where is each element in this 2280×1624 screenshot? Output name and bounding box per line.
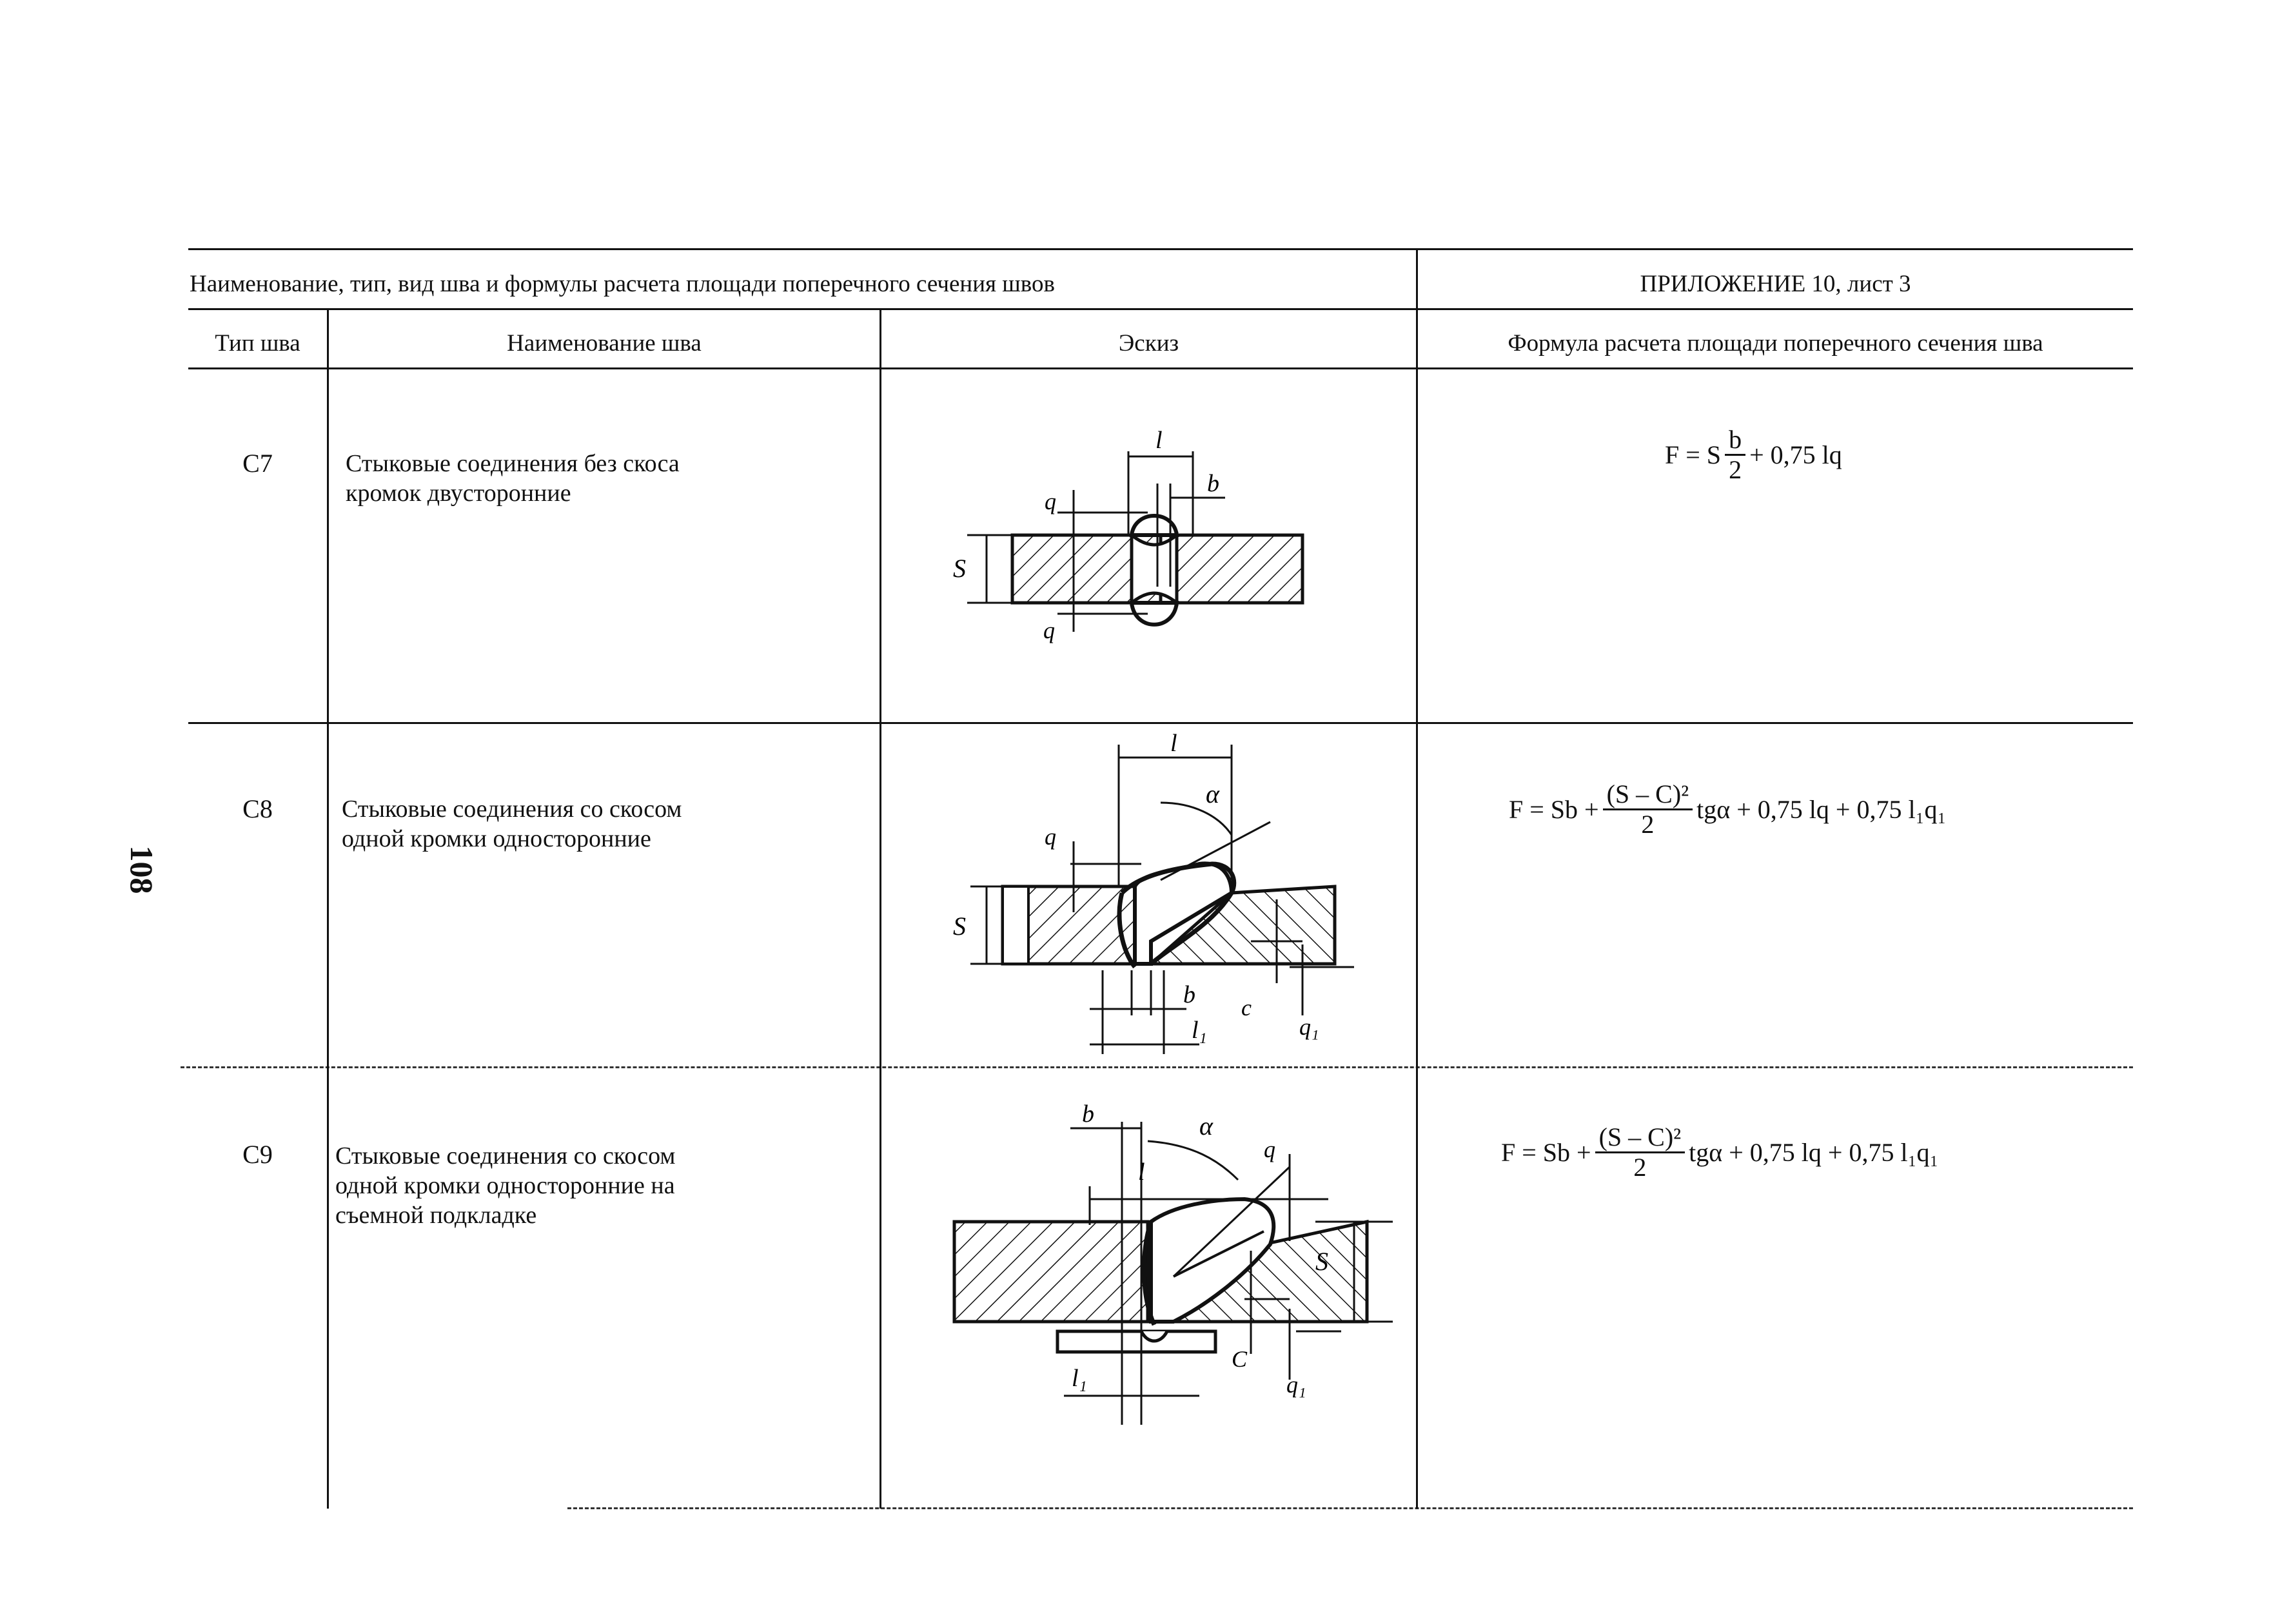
row-c9-sketch: b α l q S C q₁ l₁ [952,1101,1393,1425]
col-header-type: Тип шва [215,330,300,357]
c9-label-l1: l₁ [1072,1365,1087,1392]
row-c9-name: Стыковые соединения со скосом одной кром… [335,1142,676,1229]
c7-label-l: l [1155,427,1163,454]
c8-label-l: l [1170,732,1177,757]
row-c9-type: С9 [242,1140,273,1169]
c9-label-b: b [1082,1101,1094,1128]
row-c7-name: Стыковые соединения без скоса кромок дву… [346,450,680,507]
c8-label-c: c [1241,995,1252,1021]
header-title: Наименование, тип, вид шва и формулы рас… [190,271,1055,297]
table-bottom-border [567,1507,2133,1509]
col-divider-sketch [1416,248,1418,1509]
c8-label-q: q [1045,824,1056,850]
c8-label-q1: q₁ [1299,1014,1319,1040]
c9-label-l: l [1138,1159,1145,1186]
row-c7-type: С7 [242,449,273,478]
c8-label-b: b [1183,981,1195,1008]
row-divider-2 [181,1066,2133,1068]
row-c7-sketch: l b q q S [953,427,1304,643]
col-header-name: Наименование шва [507,330,702,357]
appendix-label: ПРИЛОЖЕНИЕ 10, лист 3 [1640,271,1911,297]
row-divider-1 [188,722,2133,724]
c7-label-s: S [953,554,966,583]
c9-label-s: S [1315,1247,1328,1276]
c8-label-l1: l₁ [1192,1017,1207,1044]
table-top-border [188,248,2133,250]
header-divider [188,308,2133,310]
col-divider-name [880,308,881,1509]
col-divider-type [327,308,329,1509]
c9-label-q: q [1264,1137,1275,1162]
c7-label-q-top: q [1045,489,1056,514]
row-c8-sketch: l α q S b l₁ c q₁ [953,732,1354,1054]
c7-label-b: b [1207,470,1219,497]
column-header-divider [188,367,2133,369]
c7-label-q-bot: q [1043,618,1055,643]
row-c8-type: С8 [242,794,273,823]
col-header-sketch: Эскиз [1118,330,1179,357]
c9-label-alpha: α [1199,1111,1214,1140]
col-header-formula: Формула расчета площади поперечного сече… [1508,330,2043,357]
c8-label-s: S [953,912,966,941]
c9-label-c: C [1232,1346,1248,1372]
c9-label-q1: q₁ [1286,1372,1306,1398]
c8-label-alpha: α [1206,779,1220,808]
page-number: 108 [124,845,160,894]
row-c8-name: Стыковые соединения со скосом одной кром… [342,796,682,852]
